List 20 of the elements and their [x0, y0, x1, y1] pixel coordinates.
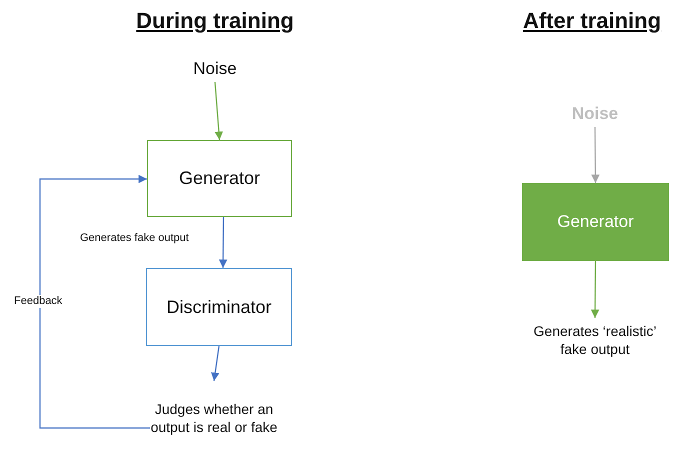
node-text: Noise — [175, 56, 255, 82]
section-heading: During training — [136, 8, 294, 34]
process-box — [146, 268, 292, 346]
box-label: Generator — [557, 212, 634, 232]
section-heading: After training — [522, 8, 662, 34]
arrow — [218, 217, 228, 268]
process-box — [147, 140, 292, 217]
arrow — [39, 174, 150, 429]
box-label: Discriminator — [166, 296, 272, 318]
arrow — [591, 127, 600, 183]
process-box — [522, 183, 669, 261]
arrow — [214, 82, 224, 140]
box-label: Generator — [178, 168, 260, 189]
node-text: Noise — [555, 101, 635, 127]
arrow — [590, 261, 600, 318]
arrow — [211, 346, 220, 382]
node-text: Generates ‘realistic’ fake output — [520, 318, 670, 362]
node-text: Judges whether an output is real or fake — [150, 381, 278, 455]
edge-label: Feedback — [14, 295, 62, 308]
edge-label: Generates fake output — [80, 232, 189, 245]
